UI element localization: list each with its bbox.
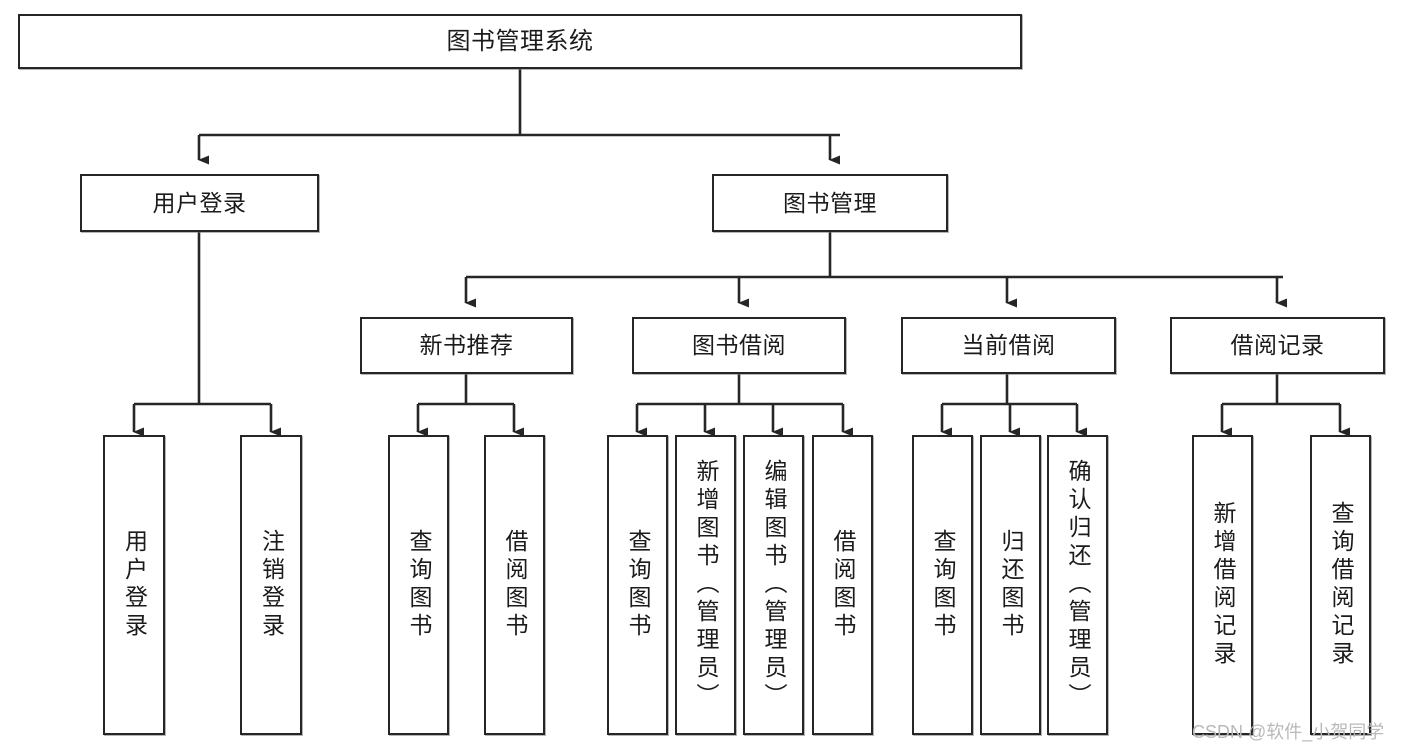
node-leaf-query-book-2-label: 查询图书 [625,529,651,641]
node-leaf-return-book-label: 归还图书 [998,529,1024,641]
node-leaf-add-book-label: 新增图书（管理员） [693,459,719,711]
node-book-borrow-label: 图书借阅 [692,332,786,359]
node-leaf-borrow-book-1-label: 借阅图书 [502,529,528,641]
node-leaf-logout-login-label: 注销登录 [258,529,285,641]
csdn-watermark: CSDN @软件_小贺同学 [1192,722,1385,742]
node-book-manage[interactable]: 图书管理 [712,174,948,232]
node-leaf-query-record-label: 查询借阅记录 [1328,501,1354,669]
node-leaf-query-book-3[interactable]: 查询图书 [912,435,973,735]
node-book-manage-label: 图书管理 [783,189,877,216]
node-leaf-borrow-book-2-label: 借阅图书 [830,529,856,641]
node-leaf-borrow-book-2[interactable]: 借阅图书 [812,435,873,735]
node-leaf-query-record[interactable]: 查询借阅记录 [1310,435,1371,735]
node-leaf-user-login[interactable]: 用户登录 [103,435,165,735]
node-leaf-edit-book[interactable]: 编辑图书（管理员） [743,435,804,735]
node-borrow-record-label: 借阅记录 [1230,332,1325,359]
node-user-login-label: 用户登录 [152,189,247,216]
node-leaf-add-book[interactable]: 新增图书（管理员） [675,435,736,735]
node-leaf-logout-login[interactable]: 注销登录 [240,435,302,735]
node-leaf-add-record[interactable]: 新增借阅记录 [1192,435,1253,735]
node-leaf-add-record-label: 新增借阅记录 [1210,501,1236,669]
node-new-book-recommend-label: 新书推荐 [419,332,514,359]
node-root-label: 图书管理系统 [446,27,594,55]
node-leaf-query-book-1-label: 查询图书 [406,529,432,641]
node-leaf-edit-book-label: 编辑图书（管理员） [761,459,787,711]
node-leaf-return-book[interactable]: 归还图书 [980,435,1041,735]
node-new-book-recommend[interactable]: 新书推荐 [360,317,573,374]
node-current-borrow[interactable]: 当前借阅 [901,317,1116,374]
node-leaf-user-login-label: 用户登录 [121,529,148,641]
node-current-borrow-label: 当前借阅 [961,332,1056,359]
node-leaf-query-book-1[interactable]: 查询图书 [388,435,449,735]
node-leaf-query-book-3-label: 查询图书 [930,529,956,641]
node-leaf-query-book-2[interactable]: 查询图书 [607,435,668,735]
node-user-login[interactable]: 用户登录 [80,174,319,232]
node-leaf-confirm-return-label: 确认归还（管理员） [1065,459,1091,711]
node-borrow-record[interactable]: 借阅记录 [1170,317,1385,374]
node-leaf-confirm-return[interactable]: 确认归还（管理员） [1047,435,1108,735]
node-leaf-borrow-book-1[interactable]: 借阅图书 [484,435,545,735]
node-book-borrow[interactable]: 图书借阅 [632,317,846,374]
node-root[interactable]: 图书管理系统 [18,14,1022,69]
